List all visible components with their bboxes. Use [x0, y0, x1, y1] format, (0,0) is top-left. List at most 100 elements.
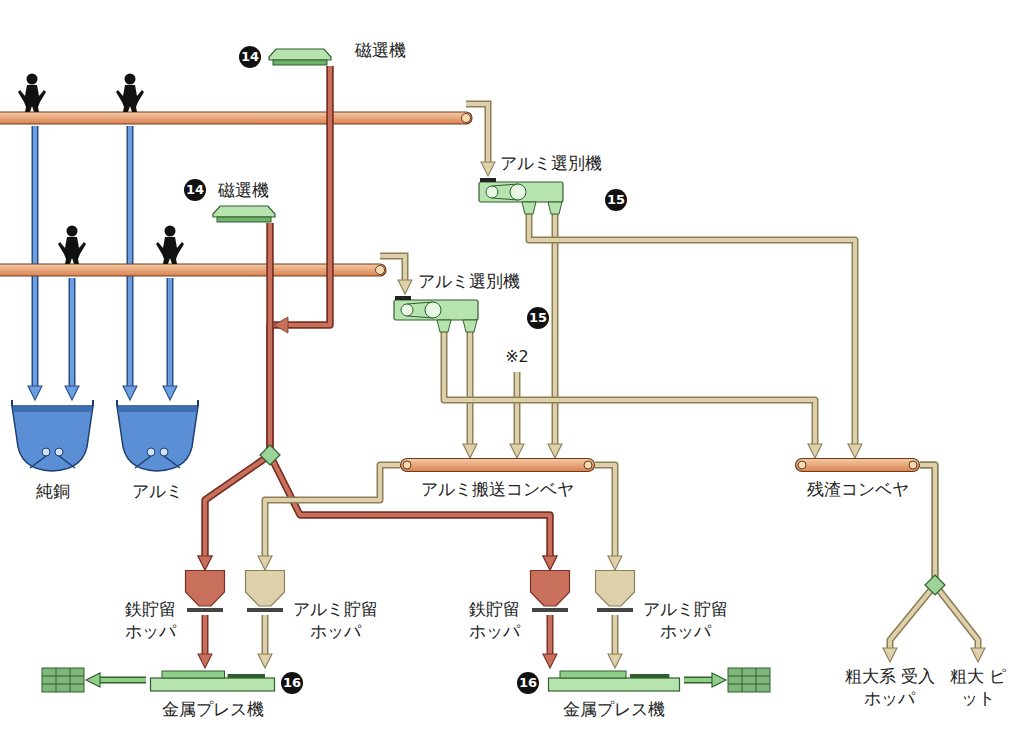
chute-arrow [127, 126, 134, 386]
aluminium-hopper-shape [245, 570, 285, 615]
aluminium-sorter-shape [478, 178, 564, 214]
bale [42, 668, 84, 692]
feed-arrow [466, 104, 488, 162]
metal-press-shape [549, 678, 680, 691]
worker-figure [116, 85, 144, 112]
aluminium-sorter-shape [486, 186, 498, 198]
destination-box: 粗大 ピット [945, 662, 1011, 713]
worker-figure [18, 74, 46, 113]
collection-bin: 純銅 [10, 400, 95, 472]
flow-connector [202, 615, 209, 654]
iron-hopper-shape [531, 571, 570, 607]
aluminium-hopper-shape [596, 571, 635, 607]
collection-bin-shape [160, 448, 168, 456]
aluminium-hopper-shape [597, 608, 633, 612]
worker-figure [18, 74, 184, 265]
iron-hopper-shape [530, 570, 570, 615]
metal-press: 金属プレス機 [150, 668, 275, 692]
magnetic-separator-shape [268, 48, 332, 66]
feed-arrow [515, 372, 519, 444]
worker-figure [165, 226, 176, 237]
node-label: 磁選機 [218, 179, 269, 201]
collection-bin-shape [12, 400, 93, 406]
bale [100, 678, 146, 682]
flow-connector [444, 332, 815, 444]
collection-bin-shape [147, 448, 155, 456]
collection-bin-shape [42, 448, 50, 456]
aluminium-sorter-shape [510, 184, 526, 200]
collection-bin-shape [55, 448, 63, 456]
worker-figure [156, 226, 184, 265]
flow-connector [205, 615, 206, 654]
conveyor-shape [798, 461, 806, 469]
bale [728, 668, 770, 692]
feed-arrow [380, 256, 405, 280]
flow-connector [920, 465, 978, 648]
worker-figure [18, 85, 46, 112]
feed-arrow [380, 256, 405, 280]
aluminium-sorter-shape [479, 182, 563, 202]
worker-figure [67, 226, 78, 237]
flow-connector [613, 615, 617, 654]
chute-arrow [69, 278, 76, 386]
flow-connector [552, 214, 559, 444]
flow-connector [270, 223, 550, 556]
flow-connector [547, 615, 554, 654]
magnetic-separator-shape [217, 217, 271, 222]
worker-figure [27, 74, 38, 85]
flow-connector [529, 214, 855, 444]
flow-connector [467, 332, 474, 444]
magnetic-separator-shape [212, 205, 276, 223]
aluminium-sorter-shape [480, 178, 496, 182]
flow-connector [470, 332, 471, 444]
node-label: アルミ選別機 [418, 270, 520, 292]
collection-bin: アルミ [115, 400, 200, 472]
destination-box: 粗大系 受入ホッパ [840, 662, 940, 713]
chute-arrow [35, 126, 170, 386]
node-label: 純銅 [36, 480, 70, 502]
splitter-valve [925, 575, 945, 595]
collection-bin-shape [118, 406, 197, 412]
flow-connector [270, 223, 550, 556]
flow-connector [262, 615, 269, 654]
iron-hopper-shape [185, 570, 225, 615]
flow-connector [205, 223, 270, 556]
flow-connector [595, 465, 615, 556]
metal-press-shape [150, 668, 275, 692]
flow-connector [920, 465, 978, 648]
node-label: 鉄貯留 ホッパ [121, 598, 181, 642]
conveyor-shape [909, 461, 917, 469]
node-label: アルミ [132, 480, 183, 502]
worker-figure [116, 74, 144, 113]
flow-connector [468, 332, 472, 444]
magnetic-separator-shape [213, 206, 275, 217]
bale [728, 668, 770, 692]
node-label: アルミ搬送コンベヤ [421, 478, 574, 500]
flow-connector [265, 465, 400, 556]
collection-bin-shape [10, 400, 95, 472]
callout-number: 15 [527, 307, 549, 329]
magnetic-separator: 磁選機 [268, 48, 332, 66]
flow-connector [595, 465, 615, 556]
note-mark: ※2 [505, 347, 529, 366]
bale [42, 668, 84, 692]
conveyor-shape [401, 459, 595, 472]
conveyor-shape [584, 461, 592, 469]
sorting-conveyor [462, 114, 471, 123]
node-label: アルミ選別機 [500, 152, 602, 174]
aluminium-sorter-shape [394, 300, 478, 320]
collection-bin-shape [30, 456, 75, 468]
metal-press-shape [630, 674, 670, 678]
collection-bin-shape [117, 406, 198, 471]
node-label: アルミ貯留 ホッパ [290, 598, 382, 642]
worker-figure [58, 226, 86, 265]
callout-number: 15 [605, 189, 627, 211]
flow-connector [555, 214, 556, 444]
flow-connector [553, 214, 557, 444]
flow-connector [205, 223, 270, 556]
iron-hopper-shape [532, 608, 568, 612]
aluminium-hopper: アルミ貯留 ホッパ [245, 570, 285, 615]
flow-connector [205, 223, 270, 556]
chute-arrow [33, 126, 37, 386]
aluminium-sorter-shape [401, 304, 413, 316]
